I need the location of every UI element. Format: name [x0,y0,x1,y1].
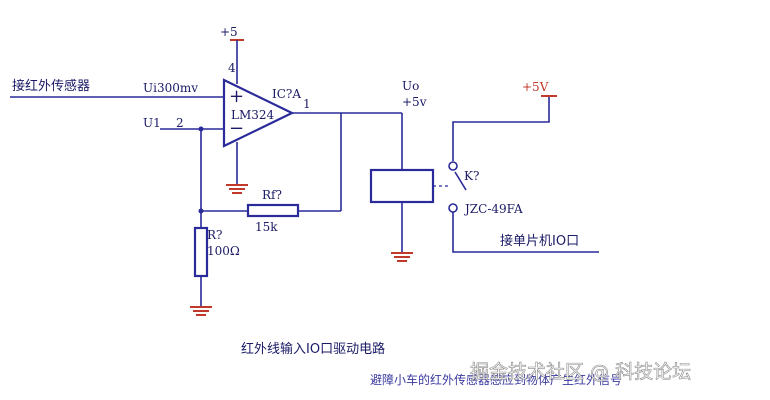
inverting-pin-number: 2 [176,116,184,130]
rf-value-label: 15k [255,220,278,234]
opamp-supply-symbol [230,39,244,84]
mcu-io-label: 接单片机IO口 [500,233,579,249]
relay-coil [369,168,435,204]
rf-resistor [246,203,300,218]
junction-dot [198,126,204,132]
opamp-triangle [222,78,295,148]
r-value-label: 100Ω [207,244,240,258]
sensor-input-label: 接红外传感器 [12,78,90,94]
sensor-input-voltage-label: Ui300mv [143,81,198,95]
relay-ref-label: K? [464,169,479,183]
r-resistor [193,226,209,278]
output-voltage-label: +5v [402,95,427,109]
opamp-output-pin-number: 1 [303,97,311,111]
relay-part-label: JZC-49FA [463,202,523,216]
u1-label: U1 [143,116,161,130]
opamp-ground-symbol [226,142,248,194]
relay-contact-bottom [448,203,458,213]
relay-switch-arm [454,171,467,191]
opamp-part-label: LM324 [231,108,275,122]
r-ref-label: R? [207,228,222,242]
mcu-output-wire [452,212,599,253]
rf-ref-label: Rf? [262,188,282,202]
diagram-subcaption: 避障小车的红外传感器感应到物体产生红外信号 [370,372,622,387]
opamp-power-pin-number: 4 [228,61,236,75]
relay-supply-label: +5V [522,80,549,94]
opamp-supply-label: +5 [220,25,238,39]
opamp-minus-sign: − [229,118,244,139]
relay-ground-symbol [391,252,413,262]
resistor-ground-symbol [190,276,212,316]
relay-common-wire [452,96,550,161]
output-label: Uo [402,79,419,93]
relay-contact-top [448,161,458,171]
watermark: 掘金技术社区 @ 科技论坛 [470,361,691,383]
diagram-caption: 红外线输入IO口驱动电路 [241,341,385,357]
opamp-ref-label: IC?A [272,87,301,101]
opamp-plus-sign: + [229,86,244,107]
